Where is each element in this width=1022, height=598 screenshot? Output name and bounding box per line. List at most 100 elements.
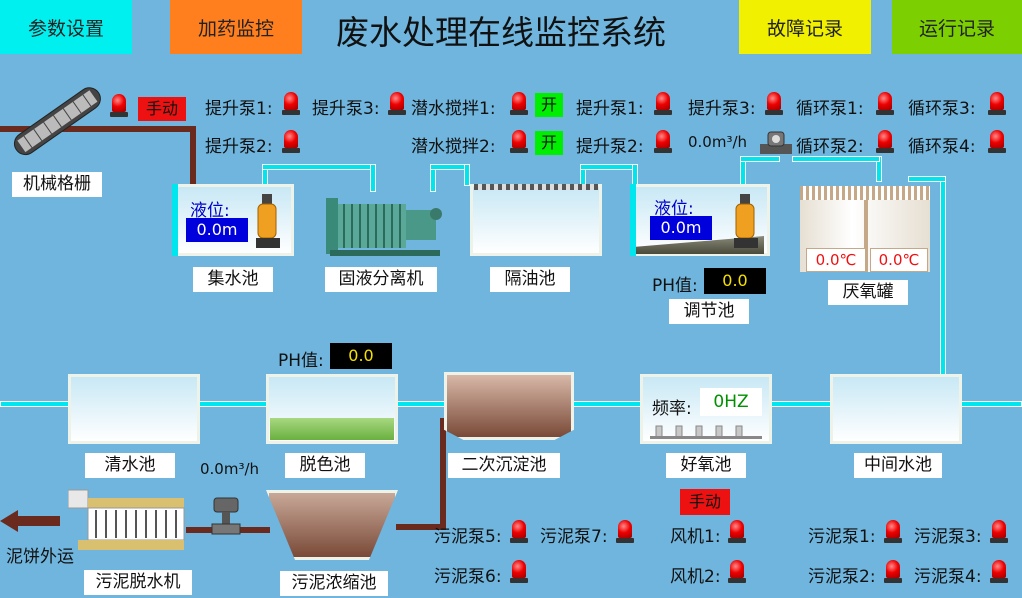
freq-label: 频率: xyxy=(652,399,692,419)
lift-pump-1-label: 提升泵1: xyxy=(205,99,273,119)
collection-pool-label: 集水池 xyxy=(193,267,273,292)
alarm-lamp-icon xyxy=(654,130,672,154)
sludge-pump-4-label: 污泥泵4: xyxy=(914,567,982,587)
pipe xyxy=(792,156,880,162)
lift-pump-2-label: 提升泵2: xyxy=(205,137,273,157)
circ-pump-3-label: 循环泵3: xyxy=(908,99,976,119)
freq-value: 0HZ xyxy=(700,388,762,416)
manual-mode-badge[interactable]: 手动 xyxy=(680,489,730,515)
alarm-lamp-icon xyxy=(388,92,406,116)
alarm-lamp-icon xyxy=(884,520,902,544)
filter-press-icon xyxy=(326,198,442,256)
params-button[interactable]: 参数设置 xyxy=(0,0,132,54)
mixer-2-on-button[interactable]: 开 xyxy=(535,131,563,155)
pipe xyxy=(908,176,946,182)
anaerobic-label: 厌氧罐 xyxy=(828,280,908,305)
lift-pump-2b-label: 提升泵2: xyxy=(576,137,644,157)
dosing-monitor-button[interactable]: 加药监控 xyxy=(170,0,302,54)
alarm-lamp-icon xyxy=(728,520,746,544)
grille-label: 机械格栅 xyxy=(12,172,102,197)
inlet-marker xyxy=(172,184,178,256)
oil-pool-tank xyxy=(470,184,602,256)
pipe xyxy=(632,164,638,186)
temp-1-value: 0.0℃ xyxy=(806,248,866,272)
submersible-pump-icon xyxy=(256,194,280,248)
mixer-2-label: 潜水搅拌2: xyxy=(411,137,496,157)
ph-label: PH值: xyxy=(652,276,698,296)
alarm-lamp-icon xyxy=(876,92,894,116)
alarm-lamp-icon xyxy=(765,92,783,116)
alarm-lamp-icon xyxy=(988,130,1006,154)
circ-pump-2-label: 循环泵2: xyxy=(796,137,864,157)
thickener-tank xyxy=(266,490,398,560)
decolor-pool-label: 脱色池 xyxy=(285,453,365,478)
alarm-lamp-icon xyxy=(988,92,1006,116)
arrow-left-icon xyxy=(0,510,60,532)
fault-record-button[interactable]: 故障记录 xyxy=(739,0,871,54)
circ-pump-4-label: 循环泵4: xyxy=(908,137,976,157)
alarm-lamp-icon xyxy=(510,560,528,584)
dewater-label: 污泥脱水机 xyxy=(84,570,192,595)
alarm-lamp-icon xyxy=(282,92,300,116)
sludge-pump-7-label: 污泥泵7: xyxy=(540,527,608,547)
alarm-lamp-icon xyxy=(110,94,128,118)
aerobic-pool-label: 好氧池 xyxy=(666,453,746,478)
secondary-sed-tank xyxy=(444,372,574,440)
alarm-lamp-icon xyxy=(990,560,1008,584)
sludge-pump-icon xyxy=(211,497,241,535)
decolor-ph-value: 0.0 xyxy=(330,343,392,369)
sludge-pipe xyxy=(440,420,446,530)
tank-seam xyxy=(864,200,868,272)
clear-pool-label: 清水池 xyxy=(85,453,175,478)
sludge-pump-6-label: 污泥泵6: xyxy=(434,567,502,587)
adjust-pool-label: 调节池 xyxy=(669,299,749,324)
alarm-lamp-icon xyxy=(654,92,672,116)
sludge-pump-5-label: 污泥泵5: xyxy=(434,527,502,547)
aerator-icon xyxy=(650,425,762,439)
skimmer-bar xyxy=(474,184,598,190)
decolor-sludge xyxy=(270,418,394,440)
dewater-machine-icon xyxy=(68,489,185,550)
flowmeter-icon xyxy=(760,131,792,154)
sludge-pump-1-label: 污泥泵1: xyxy=(808,527,876,547)
alarm-lamp-icon xyxy=(990,520,1008,544)
pipe xyxy=(262,164,376,170)
alarm-lamp-icon xyxy=(876,130,894,154)
alarm-lamp-icon xyxy=(510,130,528,154)
inlet-marker xyxy=(630,184,636,256)
run-record-button[interactable]: 运行记录 xyxy=(892,0,1022,54)
mixer-1-label: 潜水搅拌1: xyxy=(411,99,496,119)
level-label: 液位: xyxy=(654,199,694,219)
pipe xyxy=(740,156,780,162)
fan-1-label: 风机1: xyxy=(670,527,721,547)
level-label: 液位: xyxy=(190,201,230,221)
adjust-ph-value: 0.0 xyxy=(704,268,766,294)
ph-label: PH值: xyxy=(278,351,324,371)
circ-pump-1-label: 循环泵1: xyxy=(796,99,864,119)
lift-pump-3b-label: 提升泵3: xyxy=(688,99,756,119)
adjust-level-value: 0.0m xyxy=(650,216,712,240)
submersible-pump-icon xyxy=(734,194,758,248)
grille-outlet-pipe xyxy=(0,126,196,132)
alarm-lamp-icon xyxy=(616,520,634,544)
alarm-lamp-icon xyxy=(510,520,528,544)
manual-mode-badge[interactable]: 手动 xyxy=(138,97,186,121)
mixer-1-on-button[interactable]: 开 xyxy=(535,93,563,117)
sludge-pipe xyxy=(396,524,446,530)
sludge-flow-reading: 0.0m³/h xyxy=(200,460,260,478)
pipe xyxy=(940,176,946,376)
tank-rim xyxy=(800,186,930,200)
sludge-pump-2-label: 污泥泵2: xyxy=(808,567,876,587)
clear-pool-tank xyxy=(68,374,200,444)
fan-2-label: 风机2: xyxy=(670,567,721,587)
cake-out-label: 泥饼外运 xyxy=(6,547,74,567)
lift-pump-3-label: 提升泵3: xyxy=(312,99,380,119)
collection-level-value: 0.0m xyxy=(186,218,248,242)
page-title: 废水处理在线监控系统 xyxy=(336,13,666,52)
oil-pool-label: 隔油池 xyxy=(490,267,570,292)
secondary-sed-label: 二次沉淀池 xyxy=(448,453,560,478)
pipe xyxy=(370,164,376,192)
alarm-lamp-icon xyxy=(510,92,528,116)
pipe xyxy=(580,164,638,170)
mid-pool-tank xyxy=(830,374,962,444)
